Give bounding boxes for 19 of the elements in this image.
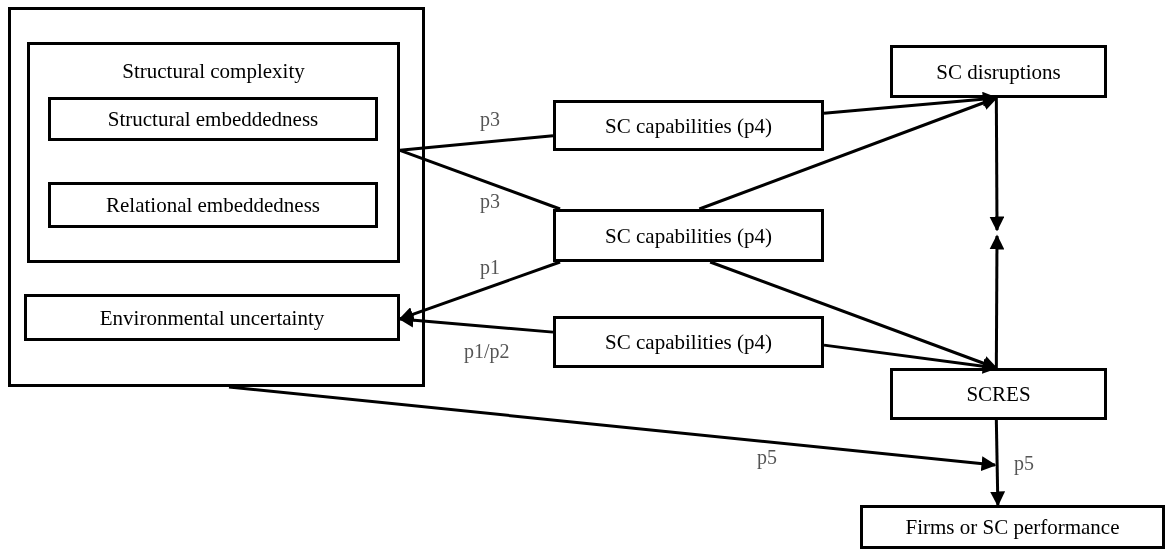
concept-box: Structural embeddedness bbox=[48, 97, 378, 141]
frame-box bbox=[8, 7, 425, 387]
group-title: Structural complexity bbox=[121, 59, 306, 84]
connector-line bbox=[399, 134, 554, 152]
concept-box: Relational embeddedness bbox=[48, 182, 378, 228]
arrow bbox=[398, 312, 554, 334]
arrow bbox=[228, 385, 997, 472]
arrow bbox=[989, 98, 1005, 232]
concept-box: Firms or SC performance bbox=[860, 505, 1165, 549]
concept-box bbox=[27, 42, 400, 263]
concept-box: SC capabilities (p4) bbox=[553, 316, 824, 368]
concept-box: SCRES bbox=[890, 368, 1107, 420]
concept-box: Environmental uncertainty bbox=[24, 294, 400, 341]
arrow bbox=[989, 234, 1005, 368]
arrow bbox=[990, 419, 1006, 507]
connector-line bbox=[399, 148, 561, 211]
concept-box: SC capabilities (p4) bbox=[553, 100, 824, 151]
concept-box: SC disruptions bbox=[890, 45, 1107, 98]
concept-box: SC capabilities (p4) bbox=[553, 209, 824, 262]
